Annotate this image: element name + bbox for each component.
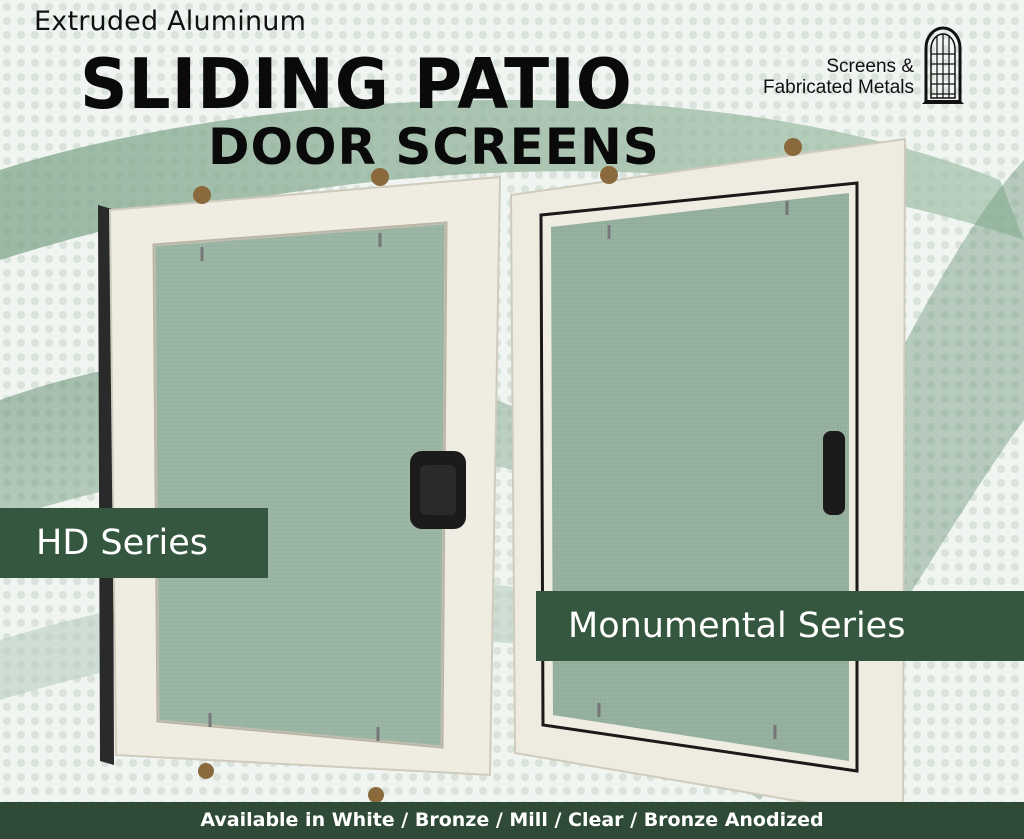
monumental-series-screen-image xyxy=(509,137,907,820)
main-title-line2: DOOR SCREENS xyxy=(208,118,660,176)
main-title-line1: SLIDING PATIO xyxy=(80,44,633,125)
pre-title: Extruded Aluminum xyxy=(34,6,307,37)
arched-window-icon xyxy=(922,26,964,104)
company-logo: Screens & Fabricated Metals xyxy=(754,8,994,104)
hd-series-label: HD Series xyxy=(0,508,268,578)
hd-series-screen-image xyxy=(98,168,502,803)
logo-line2: Fabricated Metals xyxy=(762,77,914,98)
availability-footer: Available in White / Bronze / Mill / Cle… xyxy=(0,802,1024,839)
logo-text: Screens & Fabricated Metals xyxy=(763,56,914,98)
monumental-series-label: Monumental Series xyxy=(536,591,1024,661)
logo-line1: Screens & xyxy=(826,56,914,77)
